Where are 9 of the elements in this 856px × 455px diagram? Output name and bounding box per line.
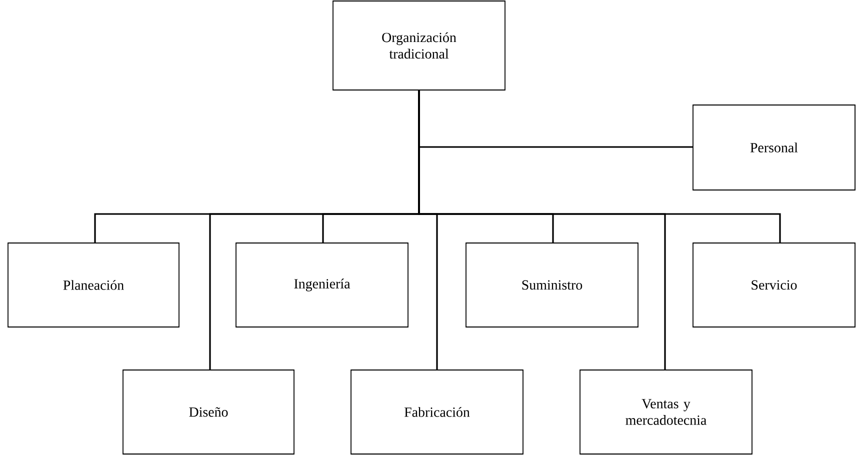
org-box: Planeación bbox=[8, 242, 180, 328]
org-box: Fabricación bbox=[350, 370, 524, 454]
org-box: Organización tradicional bbox=[332, 0, 506, 90]
org-box: Suministro bbox=[466, 242, 638, 328]
org-box: Ingeniería bbox=[236, 242, 408, 328]
org-box: Personal bbox=[692, 104, 856, 190]
org-box: Diseño bbox=[122, 370, 294, 454]
org-box: Ventas y mercadotecnia bbox=[580, 370, 752, 454]
org-box: Servicio bbox=[692, 242, 856, 328]
